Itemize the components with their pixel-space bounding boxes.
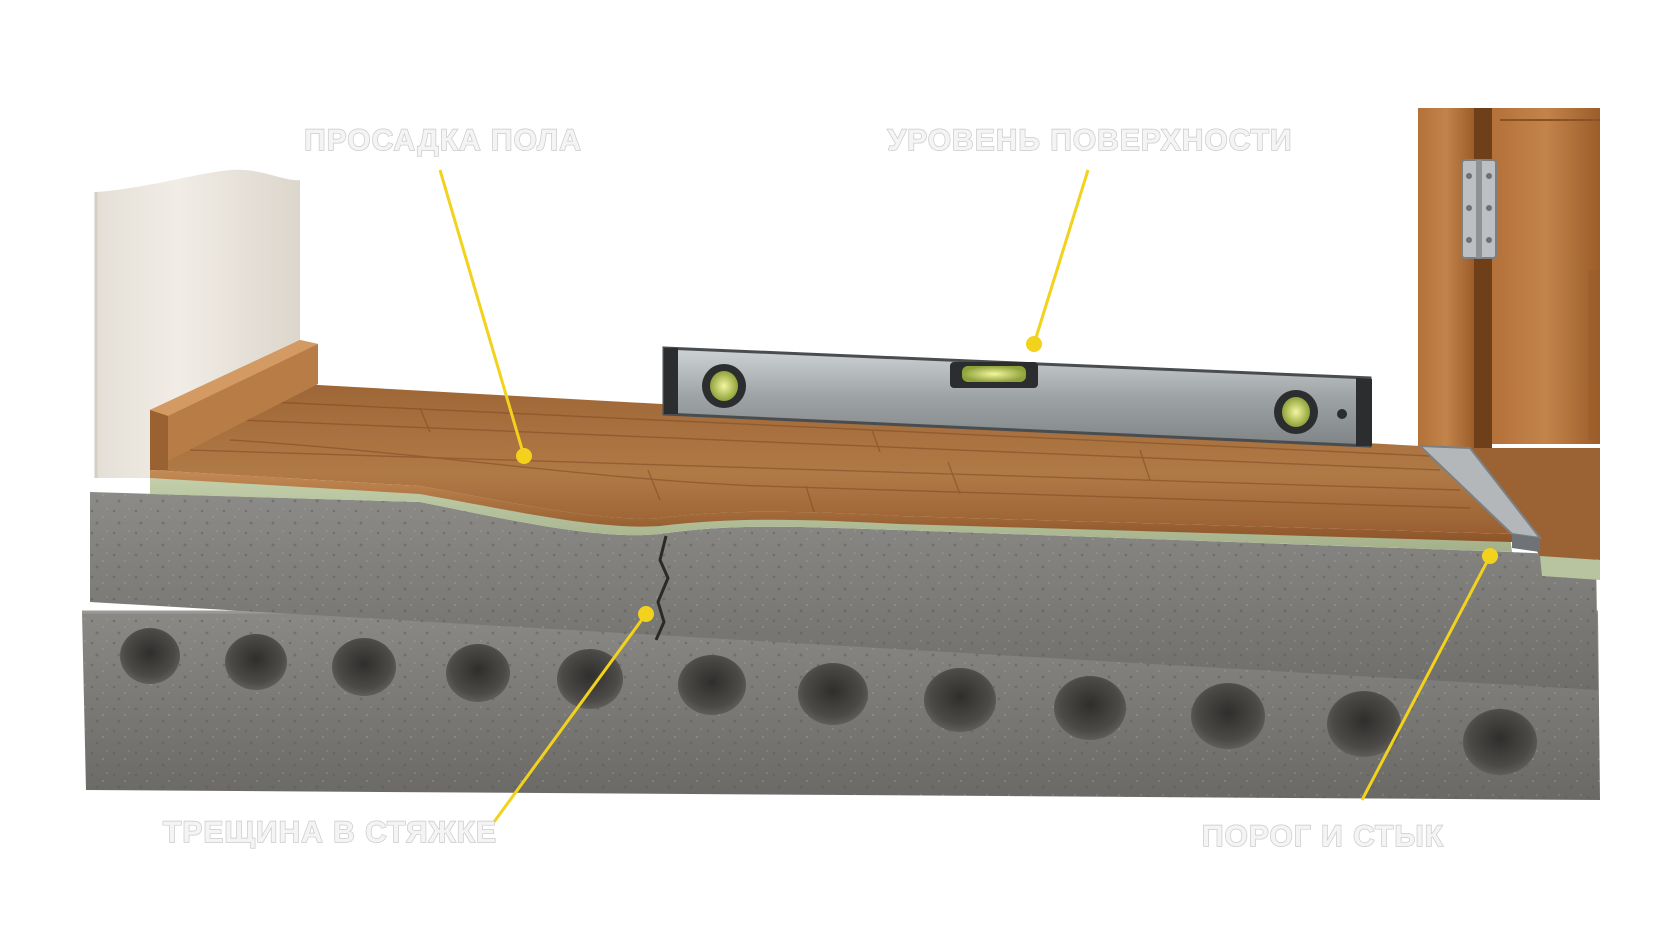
dot-floor-sag — [516, 448, 532, 464]
dot-threshold-joint — [1482, 548, 1498, 564]
screed-crack — [654, 535, 670, 641]
door-leaf — [1492, 108, 1600, 444]
slab-holes — [120, 628, 1537, 775]
door-assembly — [1418, 108, 1600, 580]
dot-screed-crack — [638, 606, 654, 622]
leader-surface-level — [1032, 169, 1090, 345]
callout-threshold-joint-label: ПОРОГ И СТЫК — [1202, 820, 1444, 853]
callout-leaders — [438, 169, 1498, 823]
leader-floor-sag — [438, 169, 526, 457]
laminate-floor — [150, 384, 1512, 542]
door-hinge-icon — [1461, 159, 1497, 259]
dot-surface-level — [1026, 336, 1042, 352]
callout-labels: ПРОСАДКА ПОЛА УРОВЕНЬ ПОВЕРХНОСТИ ТРЕЩИН… — [162, 123, 1444, 853]
leader-screed-crack — [492, 613, 648, 823]
callout-surface-level-label: УРОВЕНЬ ПОВЕРХНОСТИ — [887, 124, 1292, 157]
screed-layer — [90, 492, 1598, 690]
leader-threshold-joint — [1360, 555, 1492, 801]
callout-screed-crack-label: ТРЕЩИНА В СТЯЖКЕ — [163, 816, 497, 849]
baseboard — [150, 340, 318, 470]
spirit-level-icon — [662, 346, 1372, 448]
callout-floor-sag-label: ПРОСАДКА ПОЛА — [304, 124, 582, 157]
threshold-strip — [1417, 444, 1543, 552]
